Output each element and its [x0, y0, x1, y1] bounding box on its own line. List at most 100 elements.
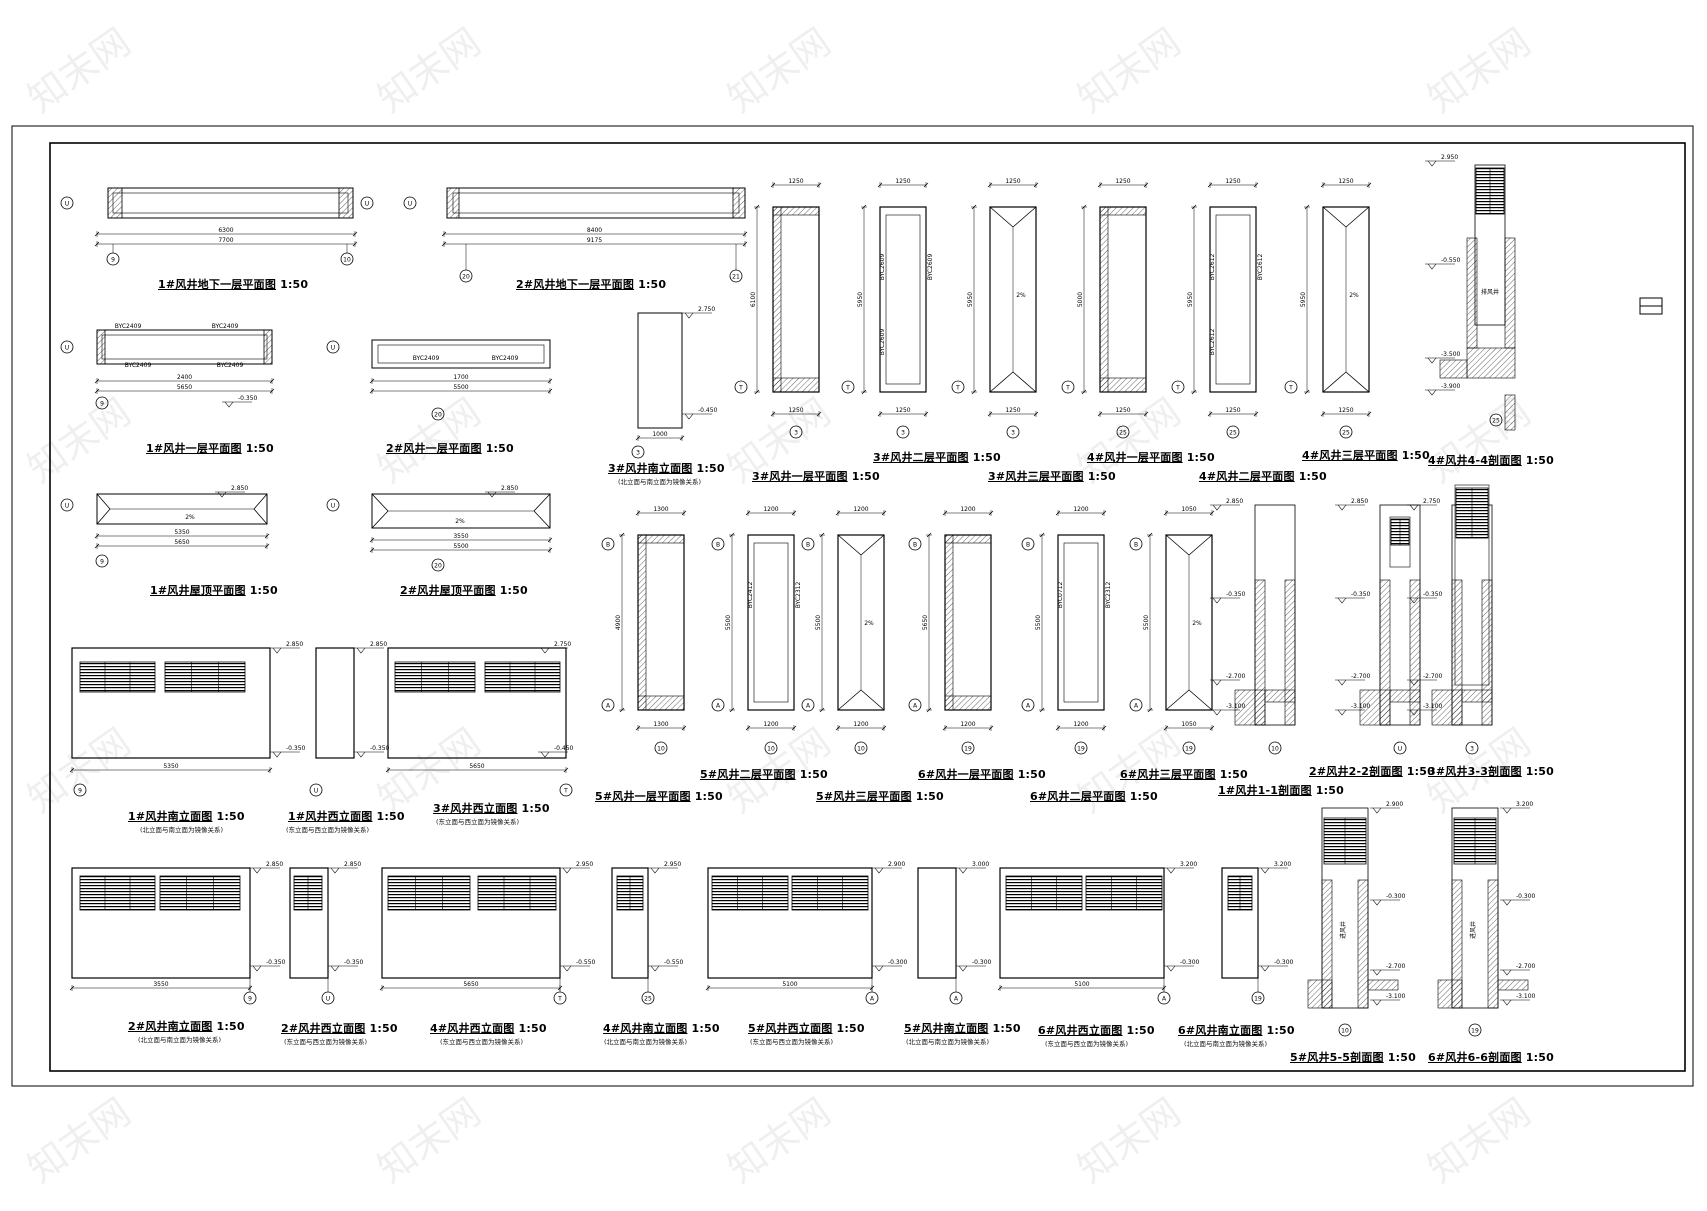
elevation-mark	[1502, 899, 1512, 906]
dimension-text: BYC2609	[879, 329, 886, 356]
elevation-mark	[562, 965, 572, 972]
grid-label: B	[1026, 542, 1030, 549]
line-work	[971, 389, 977, 395]
line-work	[1357, 879, 1369, 1009]
line-work	[987, 182, 993, 188]
dimension-text: 2.950	[664, 861, 681, 868]
line-work	[159, 875, 241, 911]
dimension-text: BYC2409	[217, 362, 244, 369]
line-work	[1012, 206, 1037, 228]
line-work	[860, 689, 885, 711]
dimension-text: -0.350	[286, 745, 306, 752]
line-work	[452, 192, 740, 214]
grid-bubble	[908, 537, 922, 551]
line-work	[837, 689, 862, 711]
line-work	[377, 344, 545, 364]
title-33: 6#风井西立面图 1:50	[1038, 1024, 1155, 1037]
grid-bubble	[326, 340, 340, 354]
line-work	[877, 411, 883, 417]
grid-label: 10	[657, 746, 665, 753]
dimension-text: BYC2412	[747, 582, 754, 609]
line-work	[269, 378, 275, 384]
grid-label: A	[606, 703, 611, 710]
line-work	[1253, 411, 1259, 417]
title-7: 3#风井南立面图 1:50	[608, 462, 725, 475]
inner-frame	[49, 142, 1686, 1072]
note-24: (北立面与南立面为镜像关系)	[140, 826, 224, 834]
line-work	[1307, 979, 1333, 1009]
elevation-mark	[562, 867, 572, 874]
dimension-text: 5100	[782, 981, 797, 988]
dimension-text: -0.550	[1441, 257, 1461, 264]
dimension-text: 2.750	[1423, 498, 1440, 505]
grid-label: 3	[901, 430, 905, 437]
line-work	[1359, 689, 1391, 726]
line-work	[1431, 689, 1463, 726]
line-work	[71, 867, 251, 979]
elevation-mark	[272, 647, 282, 654]
line-work	[861, 389, 867, 395]
grid-label: B	[606, 542, 610, 549]
line-work	[1481, 579, 1493, 726]
dimension-text: -0.300	[1274, 959, 1294, 966]
line-work	[394, 661, 476, 693]
line-work	[988, 510, 994, 516]
note-28: (东立面与西立面为镜像关系)	[284, 1038, 368, 1046]
dimension-text: 2.850	[1226, 498, 1243, 505]
grid-bubble	[60, 498, 74, 512]
line-work	[1165, 534, 1190, 556]
dimension-text: 9175	[587, 237, 602, 244]
dimension-text: 2.850	[286, 641, 303, 648]
line-work	[264, 533, 270, 539]
line-work	[1389, 516, 1411, 568]
line-work	[1322, 206, 1347, 228]
grid-label: T	[557, 996, 562, 1003]
grid-bubble	[1021, 537, 1035, 551]
title-29: 4#风井西立面图 1:50	[430, 1022, 547, 1035]
dimension-text: BYC2409	[212, 323, 239, 330]
line-work	[1188, 689, 1213, 711]
grid-bubble	[1468, 1023, 1482, 1037]
grid-bubble	[1021, 698, 1035, 712]
line-work	[944, 534, 992, 544]
grid-label: B	[913, 542, 917, 549]
line-work	[1099, 377, 1147, 393]
line-work	[1409, 579, 1421, 726]
line-work	[753, 542, 789, 703]
title-27: 2#风井南立面图 1:50	[128, 1020, 245, 1033]
dimension-text: 5350	[174, 529, 189, 536]
line-work	[729, 707, 735, 713]
line-work	[944, 534, 954, 711]
line-work	[635, 510, 641, 516]
grid-bubble	[360, 196, 374, 210]
dimension-text: 1250	[1115, 407, 1130, 414]
grid-bubble	[1129, 698, 1143, 712]
line-work	[253, 508, 268, 525]
line-work	[1304, 389, 1310, 395]
line-work	[96, 508, 111, 525]
grid-bubble	[1061, 380, 1075, 394]
line-work	[1504, 237, 1516, 349]
title-9: 3#风井二层平面图 1:50	[873, 451, 1001, 464]
title-18: 6#风井一层平面图 1:50	[918, 768, 1046, 781]
dimension-text: -2.700	[1386, 963, 1406, 970]
line-work	[1191, 204, 1197, 210]
dimension-text: -0.350	[370, 745, 390, 752]
elevation-mark	[1409, 597, 1419, 604]
line-work	[484, 661, 561, 693]
dimension-text: 排风井	[1481, 288, 1499, 296]
dimension-text: 3.200	[1274, 861, 1291, 868]
grid-label: A	[716, 703, 721, 710]
grid-bubble	[1074, 741, 1088, 755]
dimension-text: 3550	[453, 533, 468, 540]
dimension-text: 1050	[1181, 506, 1196, 513]
grid-label: 19	[1077, 746, 1085, 753]
line-work	[770, 182, 776, 188]
line-work	[94, 388, 100, 394]
line-work	[635, 435, 641, 441]
line-work	[819, 532, 825, 538]
dimension-text: 1300	[653, 721, 668, 728]
line-work	[705, 985, 711, 991]
